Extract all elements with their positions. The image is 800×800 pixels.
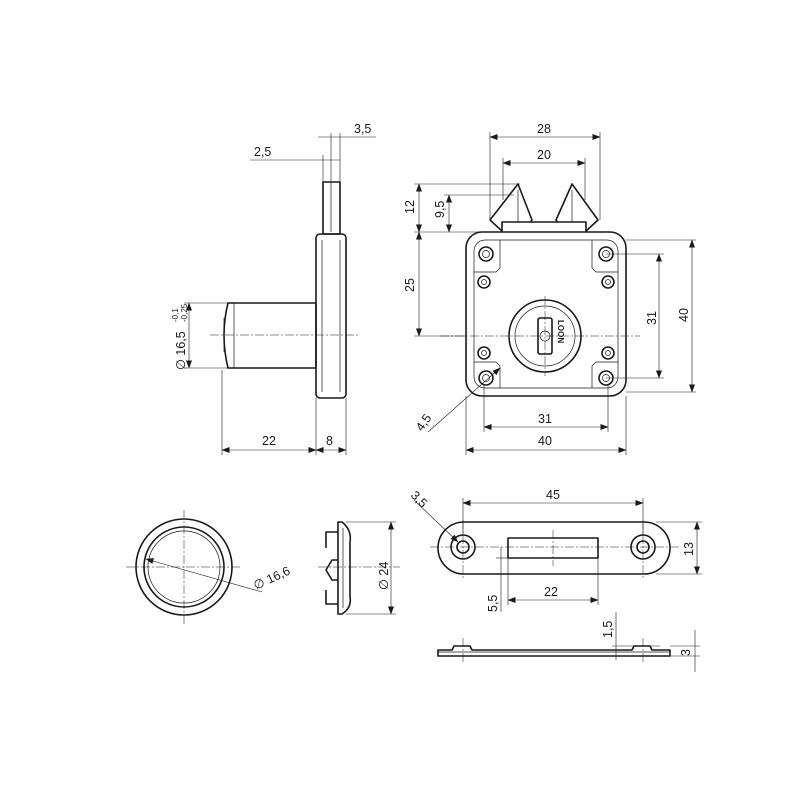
dim-label-diameter-16-5: ∅ 16,5 xyxy=(174,331,188,370)
dim-label-9-5: 9,5 xyxy=(433,201,447,218)
dim-label-45: 45 xyxy=(546,488,560,502)
bolt-side xyxy=(322,181,341,235)
dim-label-12: 12 xyxy=(403,200,417,214)
dim-label-3: 3 xyxy=(679,649,693,656)
dim-label-1-5: 1,5 xyxy=(601,621,615,638)
strike-plate-outline xyxy=(437,521,671,575)
lock-body-front xyxy=(465,231,627,397)
dim-label-40-right: 40 xyxy=(677,308,691,322)
dim-label-22: 22 xyxy=(262,434,276,448)
dim-label-diameter-24: ∅ 24 xyxy=(377,562,391,590)
dim-label-40-bottom: 40 xyxy=(538,434,552,448)
strike-plate-view: 3,5 45 13 22 5,5 xyxy=(408,488,702,612)
screw-top-left xyxy=(478,246,494,262)
dim-label-diameter-16-6: ∅ 16,6 xyxy=(251,564,292,593)
lock-body-inner-outline xyxy=(473,239,619,389)
rivet-lower-left xyxy=(477,346,491,360)
ring-side-view: ∅ 24 xyxy=(318,521,400,615)
tolerance-lower: -0,25 xyxy=(180,303,189,322)
lock-body-side xyxy=(315,233,347,399)
ring-side-prong-mid xyxy=(325,559,338,581)
dim-label-31-right: 31 xyxy=(645,311,659,325)
dim-label-slot-22: 22 xyxy=(544,585,558,599)
dim-label-25: 25 xyxy=(403,278,417,292)
dim-label-2-5: 2,5 xyxy=(254,145,271,159)
dim-label-13: 13 xyxy=(682,542,696,556)
dim-line-diameter-16-6 xyxy=(145,558,263,593)
tolerance-upper: -0,1 xyxy=(171,308,180,322)
rivet-upper-right xyxy=(601,275,615,289)
dim-label-hole-3-5: 3,5 xyxy=(408,488,430,510)
side-view: 3,5 2,5 ∅ 16,5 -0,1 -0,25 22 8 xyxy=(171,122,376,455)
dim-line-hole-3-5 xyxy=(413,499,459,543)
dim-label-4-5: 4,5 xyxy=(413,411,434,433)
rivet-upper-left xyxy=(477,275,491,289)
cylinder-barrel xyxy=(223,302,317,369)
ring-side-prong-bottom xyxy=(325,590,338,605)
dim-label-31-bottom: 31 xyxy=(538,412,552,426)
ring-side-prong-top xyxy=(325,531,338,548)
dim-label-5-5: 5,5 xyxy=(486,595,500,612)
dim-line-4-5 xyxy=(427,367,501,433)
dim-label-3-5: 3,5 xyxy=(354,122,371,136)
dim-label-28: 28 xyxy=(537,122,551,136)
strike-side-view: 1,5 3 xyxy=(437,612,700,672)
dim-label-20: 20 xyxy=(537,148,551,162)
key-brand-label: LOON xyxy=(556,320,565,343)
dim-label-8: 8 xyxy=(326,434,333,448)
front-view: LOON 28 20 12 9,5 25 31 xyxy=(403,122,696,455)
strike-side-profile xyxy=(437,645,671,657)
rivet-lower-right xyxy=(601,346,615,360)
ring-side-profile xyxy=(337,521,352,615)
ring-view: ∅ 16,6 xyxy=(126,510,292,624)
screw-bottom-left xyxy=(478,370,494,386)
